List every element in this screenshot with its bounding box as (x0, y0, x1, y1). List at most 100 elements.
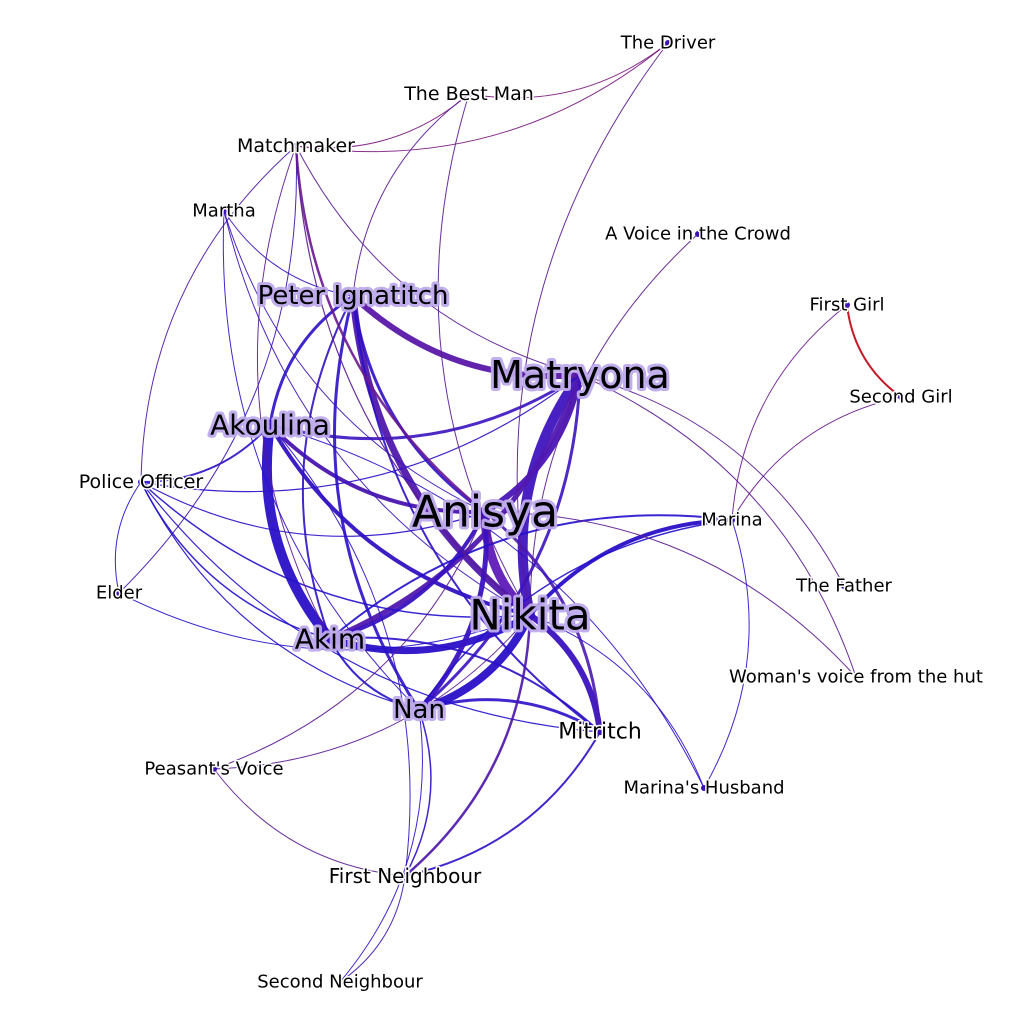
edge-peter-matryona (350, 293, 583, 380)
edge-firstgirl-marina (731, 304, 848, 521)
edge-peter-mitritch (352, 295, 601, 733)
edge-woman-anisya (484, 511, 857, 678)
edge-mitritch-akim (329, 636, 601, 733)
node-label-martha: Martha (192, 201, 255, 222)
edge-matchmaker-anisya (294, 144, 487, 514)
edge-matchmaker-driver (295, 42, 669, 153)
edge-police-mitritch (140, 481, 601, 733)
edge-police-nikita (140, 481, 531, 618)
node-dot-elder (116, 590, 122, 596)
edge-marina-nikita (528, 518, 734, 617)
node-label-matchmaker: Matchmaker (237, 135, 355, 157)
node-label-marinahusband: Marina's Husband (623, 778, 784, 799)
node-dot-voice (695, 231, 701, 237)
edge-secondneighbour-firstneighbour (339, 875, 406, 983)
node-label-police: Police Officer (79, 471, 204, 493)
edge-akim-anisya (328, 510, 487, 641)
edge-police-matryona (140, 374, 581, 493)
edge-elder-matchmaker (118, 145, 297, 594)
edge-mitritch-anisya (483, 510, 602, 734)
node-label-peasant: Peasant's Voice (144, 759, 283, 780)
edge-peasant-firstneighbour (213, 768, 406, 877)
node-label-nan: Nan (393, 695, 445, 725)
node-label-firstgirl: First Girl (810, 295, 885, 316)
node-dot-akoulina (267, 422, 273, 428)
node-label-secondgirl: Second Girl (849, 387, 952, 408)
edge-akoulina-akim (261, 420, 335, 644)
node-label-anisya: Anisya (412, 487, 558, 538)
node-dot-marinahusband (701, 785, 707, 791)
edge-marina-akim (329, 514, 733, 640)
edge-akoulina-matryona (268, 373, 582, 441)
edge-firstneighbour-mitritch (404, 731, 601, 877)
node-dot-firstneighbour (402, 873, 408, 879)
node-dot-police (138, 479, 144, 485)
edge-anisya-matryona (482, 372, 583, 515)
edge-peter-akim (301, 295, 354, 640)
edge-bestman-driver (468, 42, 669, 99)
node-label-bestman: The Best Man (403, 83, 534, 105)
node-dot-peter (350, 293, 356, 299)
node-dot-anisya (482, 509, 488, 515)
edge-bestman-nikita (437, 93, 531, 616)
node-label-akoulina: Akoulina (210, 409, 330, 442)
node-layer (116, 40, 904, 985)
node-label-peter: Peter Ignatitch (258, 281, 449, 311)
edge-martha-nikita (223, 210, 531, 616)
node-dot-matchmaker (293, 143, 299, 149)
node-label-elder: Elder (96, 583, 143, 604)
edge-woman-matryona (579, 374, 857, 678)
node-label-woman: Woman's voice from the hut (729, 667, 983, 688)
node-dot-secondgirl (898, 394, 904, 400)
node-dot-nikita (527, 612, 533, 618)
edge-mitritch-nan (417, 698, 602, 734)
edge-secondgirl-marina (731, 396, 902, 521)
node-dot-matryona (577, 372, 583, 378)
node-dot-bestman (466, 91, 472, 97)
edge-police-nan (140, 481, 420, 711)
edge-akim-nikita (326, 611, 534, 655)
edge-layer (114, 42, 902, 983)
node-label-father: The Father (795, 576, 892, 597)
edge-marinahusband-marina (703, 519, 750, 789)
edge-nan-matryona (417, 373, 582, 712)
node-label-firstneighbour: First Neighbour (329, 864, 482, 888)
node-dot-father (841, 583, 847, 589)
edge-marinahusband-akoulina (269, 424, 705, 789)
edge-matchmaker-matryona (295, 145, 581, 376)
node-dot-woman (853, 674, 859, 680)
edge-martha-peter (223, 210, 354, 297)
node-dot-firstgirl (844, 302, 850, 308)
node-dot-nan (416, 707, 422, 713)
edge-nan-anisya (416, 509, 489, 713)
edge-peter-anisya (351, 294, 487, 514)
node-label-nikita: Nikita (469, 591, 590, 640)
edge-voice-nikita (529, 233, 699, 616)
node-label-akim: Akim (295, 623, 365, 656)
edge-matchmaker-police (140, 145, 297, 483)
node-dot-peasant (211, 766, 217, 772)
edge-peter-nikita (349, 292, 534, 619)
node-dot-martha (221, 208, 227, 214)
edge-martha-nan (222, 210, 420, 711)
node-label-voice: A Voice in the Crowd (605, 224, 791, 245)
edge-martha-anisya (223, 210, 486, 513)
edge-marinahusband-nikita (529, 614, 705, 789)
edge-peter-akoulina (268, 294, 355, 427)
edge-driver-nikita (516, 42, 669, 616)
node-label-mitritch: Mitritch (558, 720, 642, 745)
edge-firstneighbour-nan (404, 709, 432, 877)
node-dot-secondneighbour (337, 979, 343, 985)
edge-akoulina-anisya (268, 423, 487, 515)
node-dot-driver (665, 40, 671, 46)
node-label-matryona: Matryona (490, 353, 670, 397)
node-label-driver: The Driver (620, 33, 716, 54)
edge-police-anisya (140, 481, 486, 537)
edge-matchmaker-nikita (295, 145, 531, 616)
node-dot-marina (729, 517, 735, 523)
edge-peasant-nikita (213, 614, 531, 770)
edge-peasant-anisya (213, 511, 486, 770)
edge-firstneighbour-akoulina (269, 424, 411, 877)
